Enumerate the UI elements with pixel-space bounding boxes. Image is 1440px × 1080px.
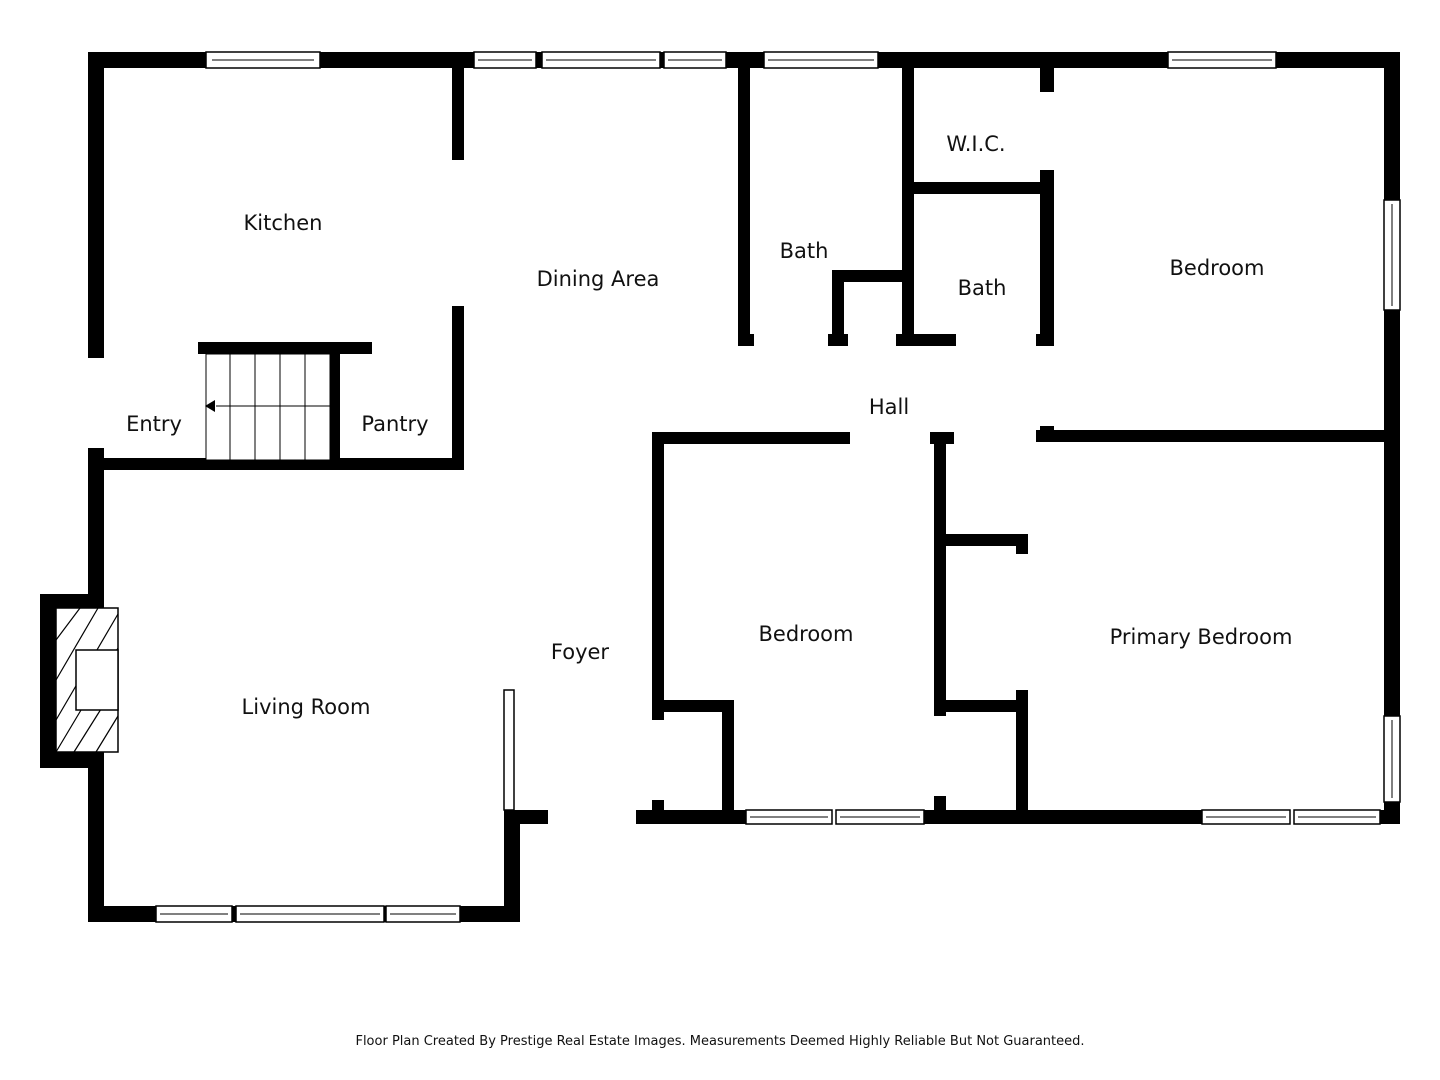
- room-label-dining-area: Dining Area: [537, 267, 660, 291]
- room-label-kitchen: Kitchen: [244, 211, 323, 235]
- room-label-bedroom-2: Bedroom: [759, 622, 854, 646]
- room-label-foyer: Foyer: [551, 640, 610, 664]
- room-labels: Kitchen Dining Area Bath W.I.C. Bath Bed…: [126, 132, 1292, 719]
- room-label-bedroom-1: Bedroom: [1170, 256, 1265, 280]
- room-label-bath-2: Bath: [958, 276, 1007, 300]
- room-label-wic: W.I.C.: [946, 132, 1005, 156]
- room-label-living-room: Living Room: [242, 695, 371, 719]
- room-label-bath-1: Bath: [780, 239, 829, 263]
- room-label-pantry: Pantry: [361, 412, 428, 436]
- walls: [40, 52, 1400, 922]
- footer-disclaimer: Floor Plan Created By Prestige Real Esta…: [355, 1034, 1085, 1049]
- stair-arrow-icon: [205, 400, 215, 412]
- room-label-hall: Hall: [869, 395, 909, 419]
- sliding-door: [503, 689, 515, 811]
- fireplace: [55, 607, 119, 753]
- room-label-primary-bedroom: Primary Bedroom: [1110, 625, 1293, 649]
- staircase: [205, 353, 331, 461]
- windows: [155, 51, 1401, 923]
- room-label-entry: Entry: [126, 412, 182, 436]
